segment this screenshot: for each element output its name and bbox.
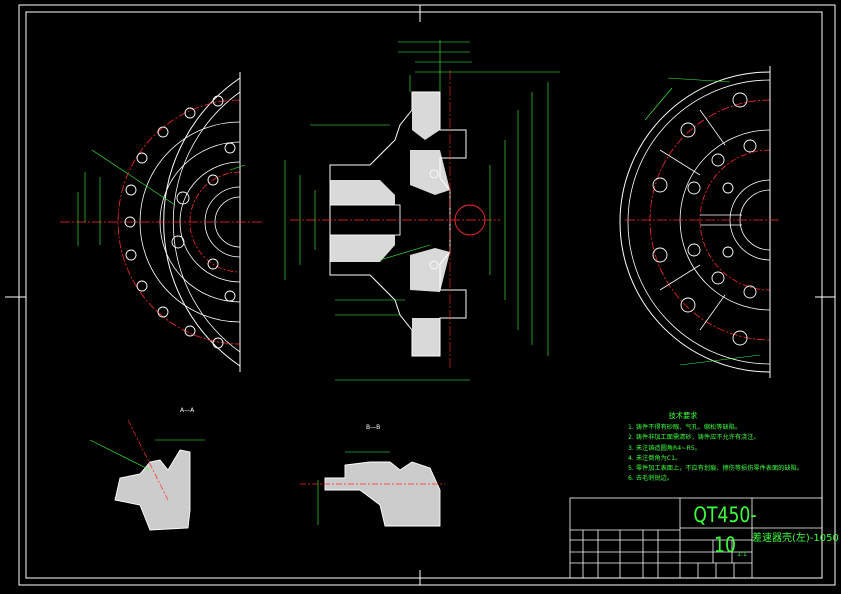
notes-title: 技术要求	[668, 411, 698, 420]
title-block-grid	[569, 497, 823, 579]
section-a-a	[89, 419, 205, 531]
section-a-label: A—A	[180, 407, 195, 414]
part-name: 差速器壳(左)-1050	[752, 533, 839, 544]
hatching	[330, 92, 450, 356]
center-section-view	[284, 40, 560, 381]
right-ribs	[659, 109, 742, 331]
note-item: 6. 去毛刺锐边。	[628, 475, 673, 483]
right-dimensions	[644, 77, 761, 366]
centering-marks	[5, 5, 835, 585]
left-bolt-holes	[124, 95, 236, 349]
scale-label: 1:1	[737, 551, 747, 558]
section-b-label: B—B	[366, 424, 381, 431]
left-flange-view	[60, 72, 262, 372]
note-item: 4. 未注倒角为C1。	[628, 454, 682, 462]
note-item: 1. 铸件不得有砂眼、气孔、缩松等缺陷。	[628, 424, 742, 432]
technical-requirements: 技术要求 1. 铸件不得有砂眼、气孔、缩松等缺陷。 2. 铸件非加工面需清砂，铸…	[628, 411, 828, 484]
material-label: QT450-10	[693, 503, 757, 557]
center-dimensions	[284, 40, 560, 381]
right-flange-view	[619, 66, 780, 378]
left-dimensions	[77, 149, 246, 246]
inner-frame	[25, 11, 823, 579]
right-bolt-holes	[652, 92, 757, 346]
note-item: 3. 未注铸造圆角R4~R5。	[628, 444, 701, 452]
note-item: 5. 零件加工表面上，不应有划痕、擦伤等损伤零件表面的缺陷。	[628, 465, 803, 473]
note-item: 2. 铸件非加工面需清砂，铸件应不允许有浇注。	[628, 434, 760, 442]
outer-frame	[18, 4, 836, 586]
section-b-b	[300, 451, 445, 527]
